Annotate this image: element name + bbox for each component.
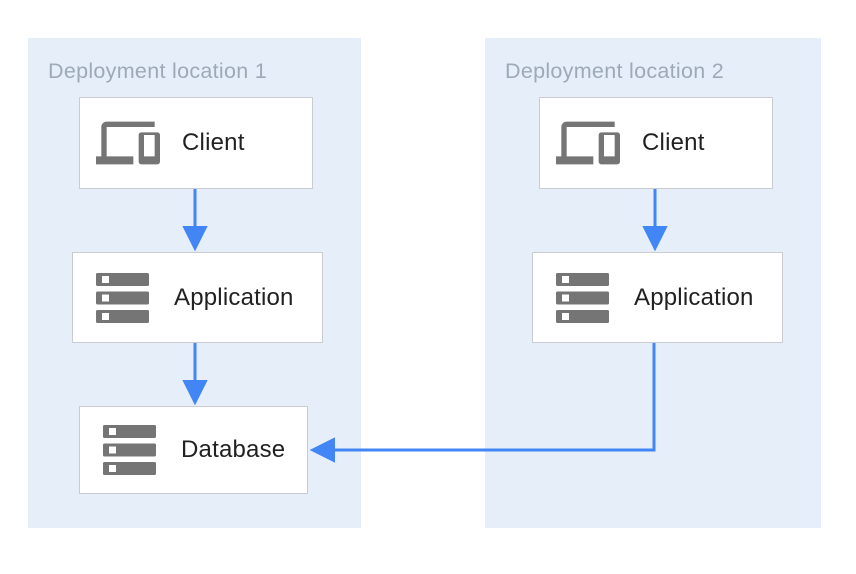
node-label: Client (182, 129, 245, 156)
node-label: Application (634, 283, 754, 311)
storage-icon (556, 272, 609, 323)
node-client-1: Client (79, 97, 313, 189)
node-client-2: Client (539, 97, 773, 189)
node-label: Database (181, 436, 286, 463)
node-application-2: Application (532, 252, 783, 343)
devices-icon (555, 111, 621, 175)
node-label: Client (642, 129, 705, 156)
devices-icon (95, 111, 161, 175)
zone-title: Deployment location 2 (505, 59, 725, 83)
storage-icon (96, 272, 149, 323)
zone-title: Deployment location 1 (48, 59, 268, 83)
node-label: Application (174, 283, 294, 311)
node-database-1: Database (79, 406, 308, 494)
node-application-1: Application (72, 252, 323, 343)
storage-icon (103, 425, 156, 475)
